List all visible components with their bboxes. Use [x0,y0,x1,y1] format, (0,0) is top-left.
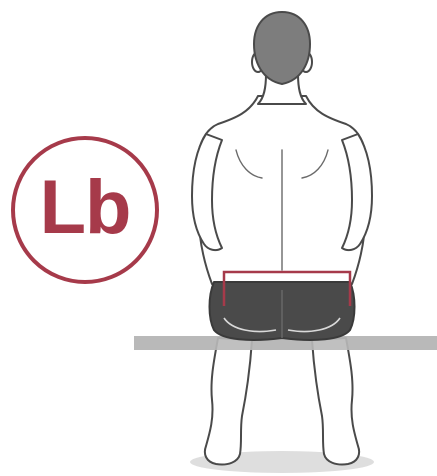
lb-badge: Lb [11,136,159,284]
lb-badge-label: Lb [40,170,131,246]
legs [205,338,359,465]
head [252,12,312,84]
